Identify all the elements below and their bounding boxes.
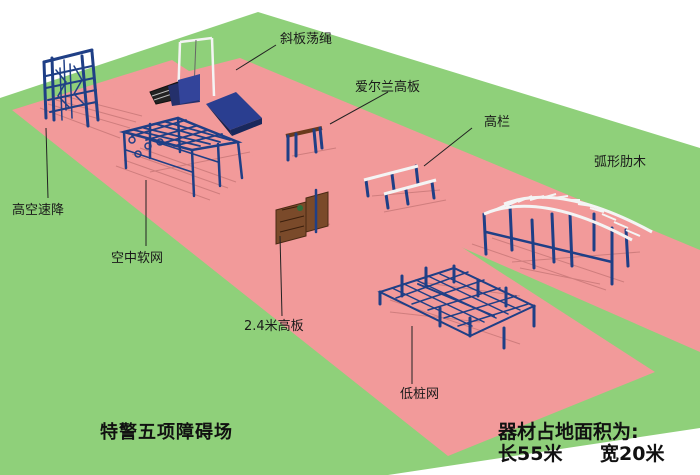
area-length: 长55米: [498, 442, 563, 465]
label-high-board: 2.4米高板: [244, 318, 304, 334]
label-slant-board-rope: 斜板荡绳: [280, 32, 332, 47]
area-width: 宽20米: [600, 442, 665, 465]
label-high-hurdle: 高栏: [484, 114, 510, 130]
diagram-title: 特警五项障碍场: [100, 421, 233, 443]
label-low-pile-net: 低桩网: [400, 387, 439, 402]
high-descent-tower: [39, 48, 143, 139]
low-pile-net-frame: [377, 264, 537, 350]
leader-lines: [45, 44, 473, 384]
arc-ladder-frame: [471, 193, 653, 291]
area-line-1: 器材占地面积为:: [497, 420, 639, 443]
label-arc-ladder: 弧形肋木: [594, 155, 646, 170]
lane-left: [12, 60, 655, 456]
slant-board-rope-apparatus: [149, 36, 262, 136]
lane-right: [108, 58, 700, 352]
label-irish-wall: 爱尔兰高板: [355, 79, 420, 95]
high-hurdle-frames: [363, 164, 447, 213]
label-high-descent: 高空速降: [12, 202, 64, 218]
high-board-2-4m: [275, 188, 331, 245]
aerial-net-frame: [115, 116, 251, 201]
label-aerial-net: 空中软网: [111, 251, 163, 266]
irish-wall-frame: [285, 126, 337, 162]
